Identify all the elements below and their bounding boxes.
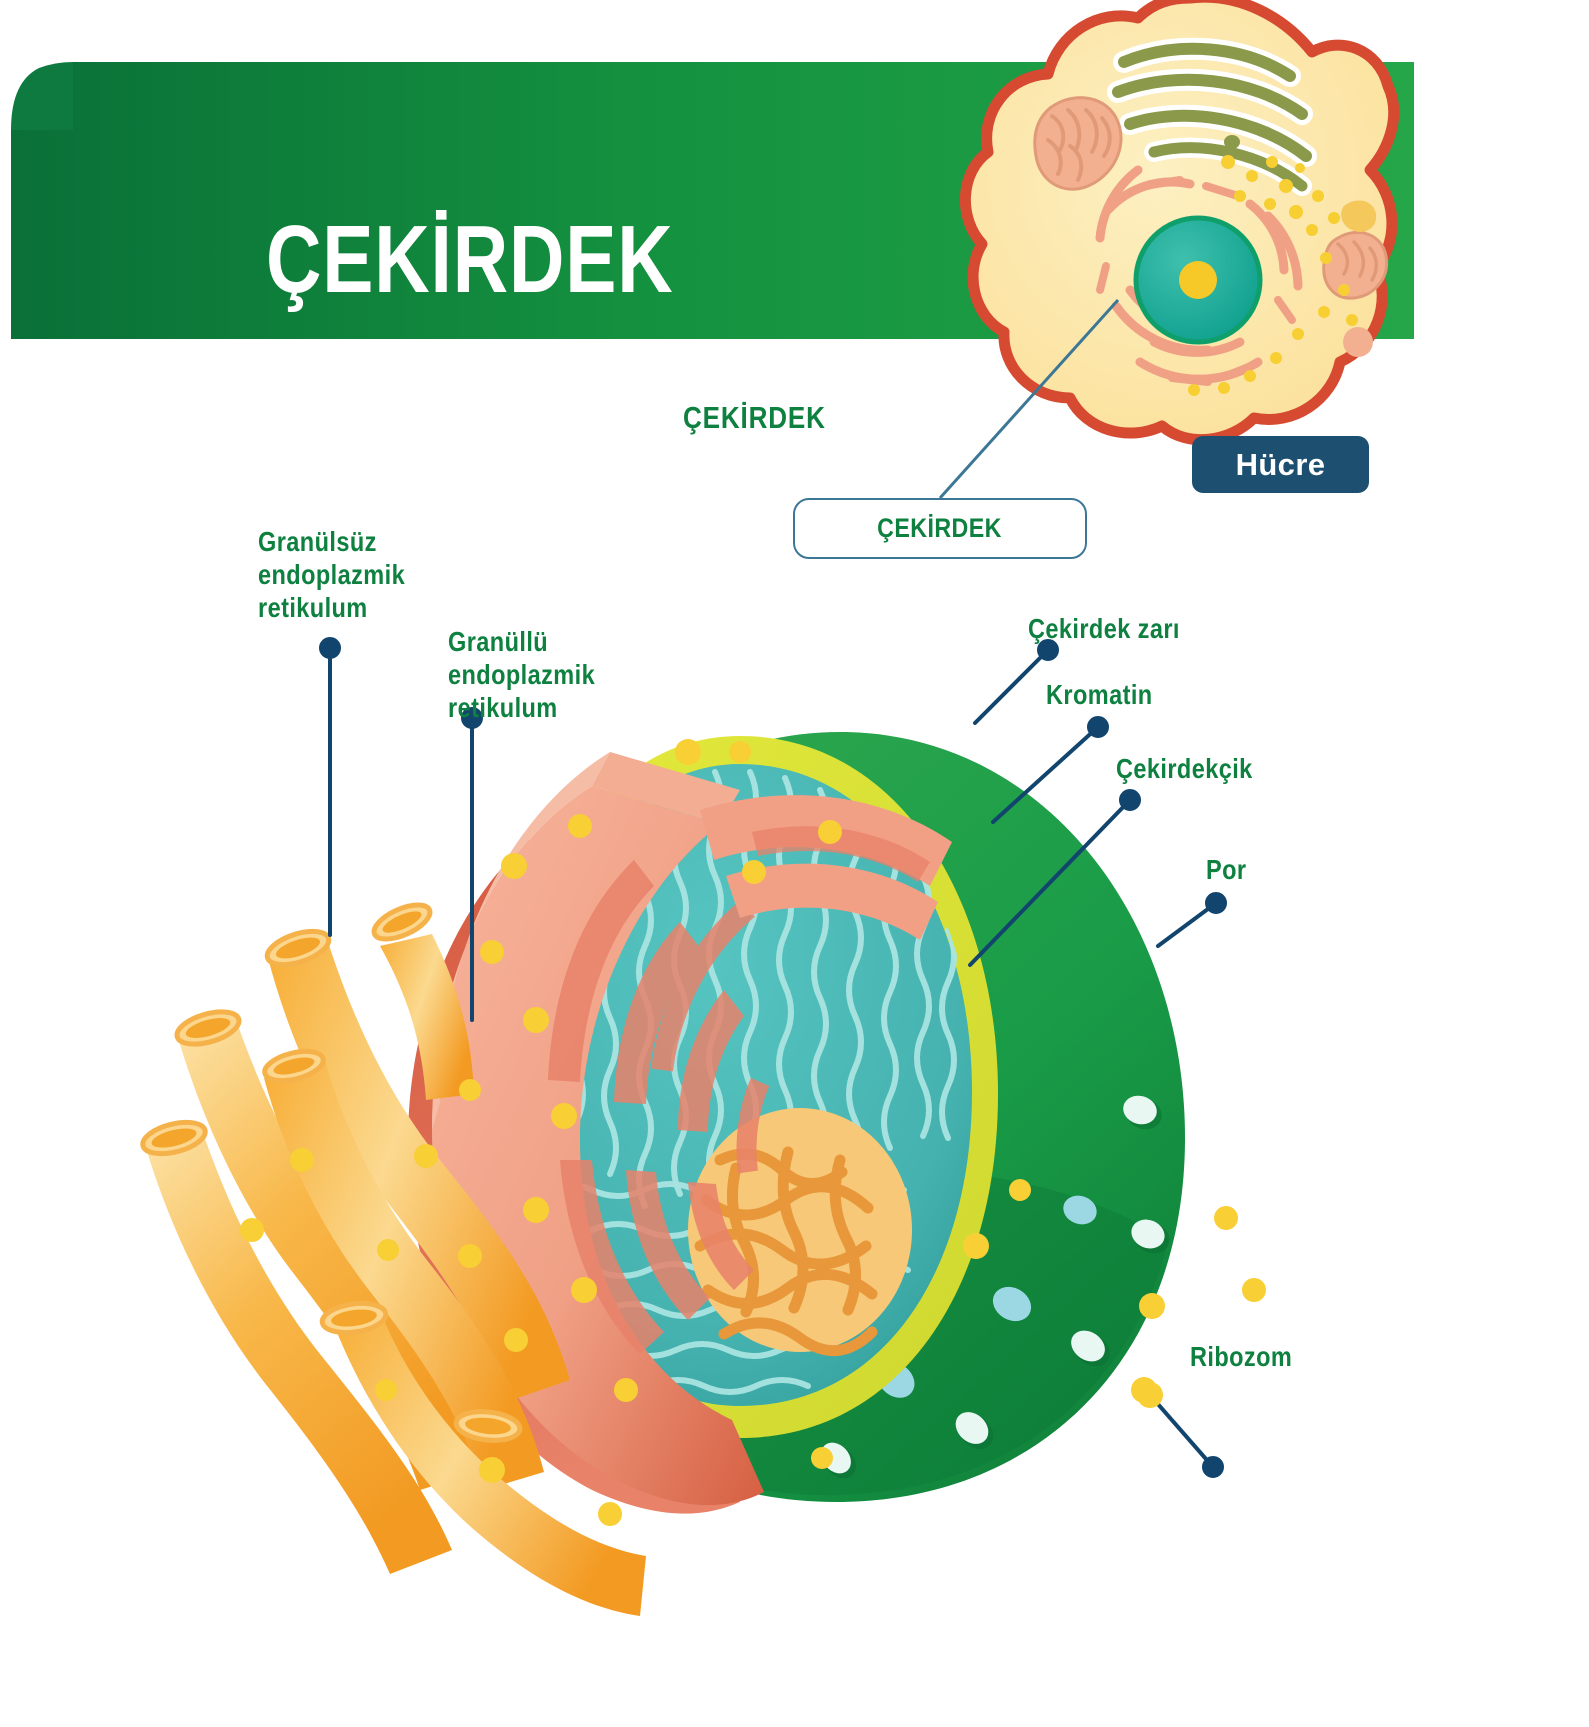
inset-boxed-label-text: ÇEKİRDEK <box>877 513 1003 543</box>
label-chromatin: Kromatin <box>1046 679 1153 710</box>
label-rough-er: Granüllü endoplazmik retikulum <box>448 626 596 724</box>
nucleus-illustration <box>140 732 1266 1616</box>
mitochondria-icon <box>1033 96 1123 191</box>
label-pore: Por <box>1206 854 1247 885</box>
inset-nucleus-label: ÇEKİRDEK <box>683 400 826 435</box>
cell-inset-illustration <box>959 0 1400 446</box>
inset-leader-line <box>938 298 1120 500</box>
label-smooth-er: Granülsüz endoplazmik retikulum <box>258 526 406 624</box>
smooth-er <box>140 902 646 1616</box>
label-nucleolus: Çekirdekçik <box>1116 753 1253 784</box>
page-title: ÇEKİRDEK <box>266 206 674 313</box>
hucre-badge-text: Hücre <box>1235 446 1326 482</box>
hucre-badge[interactable]: Hücre <box>1192 436 1369 493</box>
label-ribosome: Ribozom <box>1190 1341 1293 1372</box>
inset-nucleolus <box>1179 261 1217 299</box>
label-nuclear-envelope: Çekirdek zarı <box>1028 613 1180 644</box>
inset-boxed-label[interactable]: ÇEKİRDEK <box>793 498 1087 559</box>
